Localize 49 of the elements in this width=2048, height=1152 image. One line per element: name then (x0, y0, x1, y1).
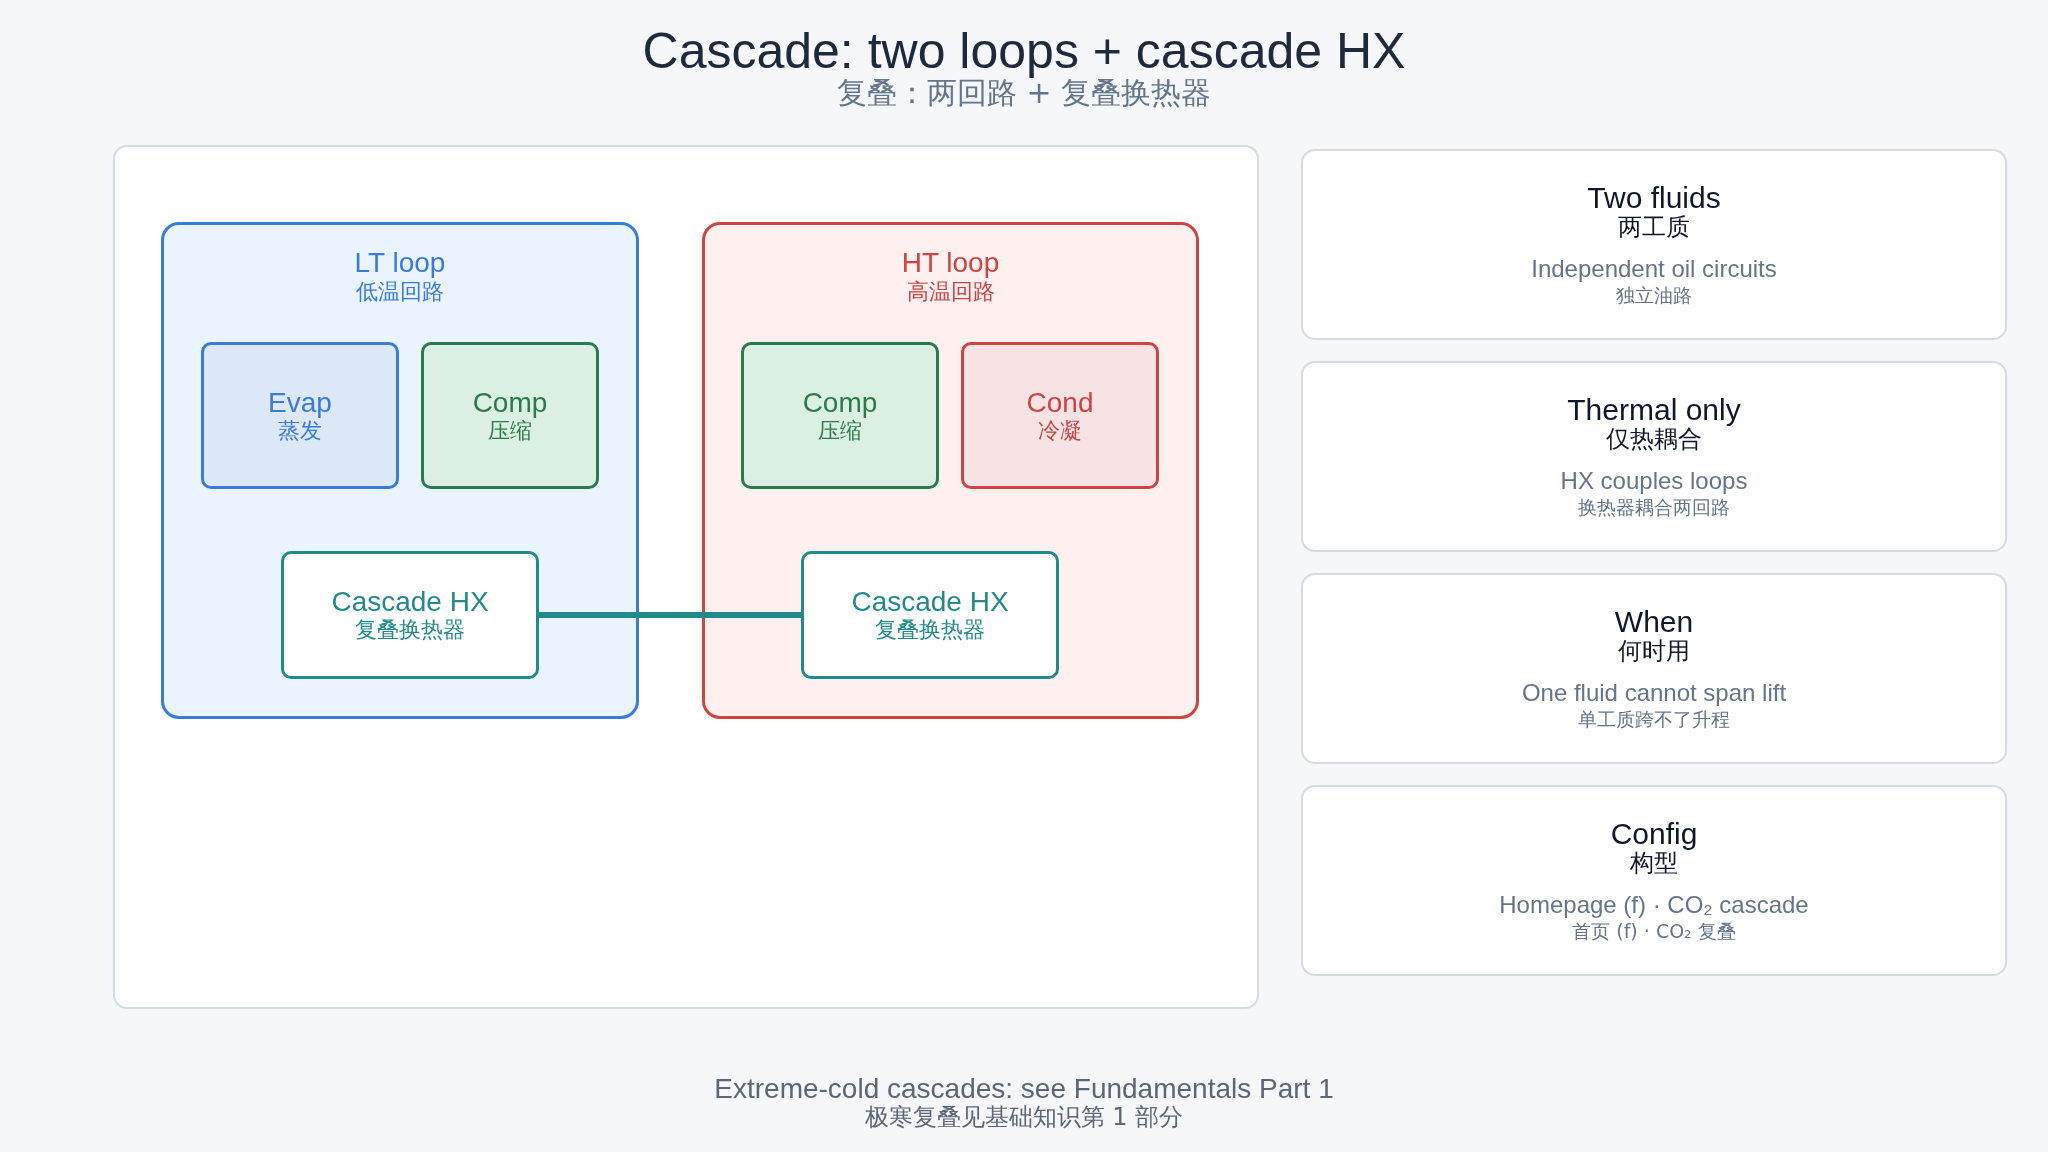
loop-title-chinese: 高温回路 (906, 279, 995, 305)
card-title-chinese: 两工质 (1618, 212, 1690, 241)
card-body: Independent oil circuits (1531, 254, 1777, 283)
card-body: Homepage (f) · CO₂ cascade (1499, 890, 1809, 919)
loop-title-chinese: 低温回路 (356, 279, 444, 305)
component-box (421, 342, 599, 489)
footnote-chinese: 极寒复叠见基础知识第 1 部分 (864, 1104, 1184, 1130)
card-title-chinese: 仅热耦合 (1606, 424, 1702, 453)
loop-title: HT loop (901, 247, 1000, 279)
component-label: Evap (268, 387, 332, 418)
heat-exchanger-box (281, 551, 539, 679)
component-label-chinese: 压缩 (488, 417, 532, 444)
card-body-chinese: 独立油路 (1616, 282, 1692, 307)
info-card (1301, 573, 2007, 764)
card-body: One fluid cannot span lift (1521, 678, 1787, 707)
component-label: Cascade HX (851, 587, 1009, 617)
card-body-chinese: 单工质跨不了升程 (1578, 706, 1730, 731)
component-label-chinese: 复叠换热器 (355, 617, 465, 643)
title: Cascade: two loops + cascade HX (642, 22, 1406, 79)
component-label: Comp (472, 387, 548, 418)
component-box (961, 342, 1159, 489)
card-title-chinese: 何时用 (1618, 636, 1690, 665)
component-label-chinese: 蒸发 (278, 417, 322, 444)
component-label-chinese: 压缩 (818, 417, 862, 444)
info-card (1301, 149, 2007, 340)
diagram-panel (113, 145, 1259, 1009)
loop-group (161, 222, 639, 719)
card-body: HX couples loops (1560, 466, 1748, 495)
loop-title: LT loop (354, 247, 446, 279)
component-box (201, 342, 399, 489)
connector-line (539, 612, 801, 618)
heat-exchanger-box (801, 551, 1059, 679)
info-card (1301, 361, 2007, 552)
info-card (1301, 785, 2007, 976)
component-label-chinese: 冷凝 (1038, 417, 1082, 444)
card-title: Thermal only (1567, 394, 1741, 425)
card-body-chinese: 换热器耦合两回路 (1578, 494, 1730, 519)
footnote: Extreme-cold cascades: see Fundamentals Part 1 (714, 1074, 1334, 1104)
loop-group (702, 222, 1199, 719)
component-label-chinese: 复叠换热器 (875, 617, 985, 643)
component-label: Cascade HX (331, 587, 489, 617)
component-box (741, 342, 939, 489)
component-label: Cond (1026, 387, 1094, 418)
card-body-chinese: 首页 (f) · CO₂ 复叠 (1572, 918, 1736, 943)
card-title: Two fluids (1587, 182, 1721, 213)
component-label: Comp (802, 387, 878, 418)
card-title: Config (1610, 818, 1698, 849)
card-title-chinese: 构型 (1630, 848, 1678, 877)
card-title: When (1614, 606, 1694, 637)
